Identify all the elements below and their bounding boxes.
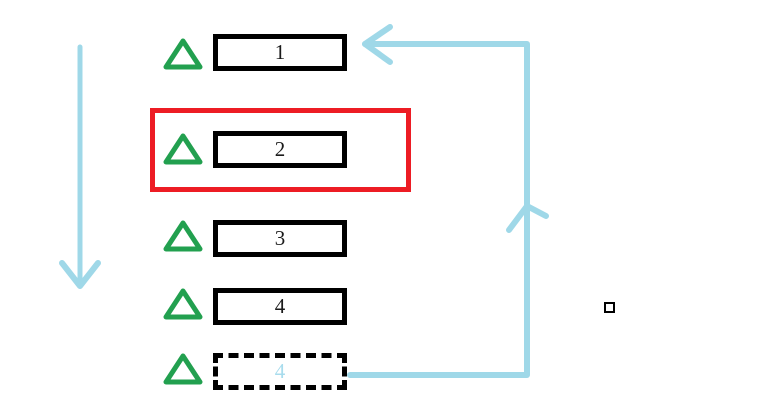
triangle-icon bbox=[163, 288, 203, 325]
node-label: 4 bbox=[274, 359, 286, 383]
node-label: 4 bbox=[274, 294, 286, 318]
node-label: 3 bbox=[274, 226, 286, 250]
node-box[interactable]: 3 bbox=[213, 220, 347, 257]
triangle-icon bbox=[163, 133, 203, 170]
feedback-arrow-path bbox=[347, 24, 549, 378]
triangle-icon bbox=[163, 38, 203, 75]
triangle-icon bbox=[163, 353, 203, 390]
node-box[interactable]: 1 bbox=[213, 34, 347, 71]
small-square-marker bbox=[604, 302, 615, 313]
node-box-placeholder[interactable]: 4 bbox=[213, 353, 347, 390]
down-arrow bbox=[59, 44, 101, 289]
triangle-icon bbox=[163, 220, 203, 257]
node-box[interactable]: 2 bbox=[213, 131, 347, 168]
node-box[interactable]: 4 bbox=[213, 288, 347, 325]
node-label: 2 bbox=[274, 137, 286, 161]
node-label: 1 bbox=[274, 40, 286, 64]
